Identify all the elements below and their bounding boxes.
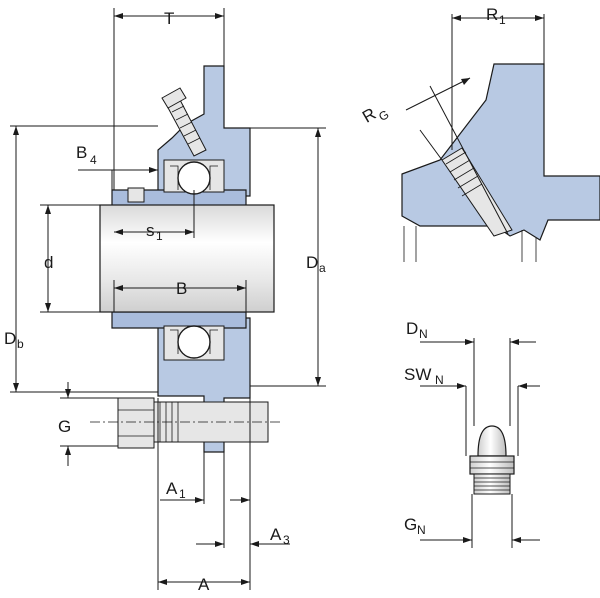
label-GN-main: G <box>404 515 417 534</box>
label-B: B <box>176 279 187 298</box>
label-Db-main: D <box>4 329 16 348</box>
ball-upper <box>163 159 225 195</box>
housing-detail <box>401 63 600 241</box>
label-G: G <box>58 417 71 436</box>
label-A1-sub: 1 <box>179 487 186 501</box>
mounting-bolt <box>117 397 269 449</box>
label-A3-sub: 3 <box>283 533 290 547</box>
detail-view-grease-nipple: D N SW N G N <box>404 319 540 548</box>
label-A: A <box>198 575 210 594</box>
label-d: d <box>44 253 53 272</box>
set-screw <box>127 187 145 203</box>
label-DN-sub: N <box>419 327 428 341</box>
label-DN-main: D <box>406 319 418 338</box>
label-B4-sub: 4 <box>90 153 97 167</box>
label-Da-main: D <box>306 253 318 272</box>
label-R1-main: R <box>486 5 498 24</box>
label-RG-main: R <box>359 104 379 127</box>
nipple-head <box>477 425 507 457</box>
main-section-view <box>90 65 280 453</box>
nipple-thread <box>473 473 511 495</box>
label-Db-sub: b <box>17 337 24 351</box>
label-A1-main: A <box>166 479 178 498</box>
label-T: T <box>164 9 174 28</box>
nipple-hex <box>469 455 515 475</box>
label-B4-main: B <box>76 143 87 162</box>
label-SWN-sub: N <box>435 373 444 387</box>
main-dimensions: T B 4 s 1 d B D a D b G <box>4 8 326 594</box>
label-R1-sub: 1 <box>499 13 506 27</box>
label-s1-main: s <box>146 221 155 240</box>
label-RG-sub: G <box>376 107 391 124</box>
label-GN-sub: N <box>417 523 426 537</box>
label-Da-sub: a <box>319 261 326 275</box>
detail-view-nipple-bore: R 1 R G <box>359 5 600 262</box>
label-s1-sub: 1 <box>156 229 163 243</box>
grease-nipple-main <box>161 87 207 157</box>
shaft <box>99 204 275 313</box>
label-A3-main: A <box>270 525 282 544</box>
ball-lower <box>163 325 225 361</box>
label-SWN-main: SW <box>404 365 431 384</box>
